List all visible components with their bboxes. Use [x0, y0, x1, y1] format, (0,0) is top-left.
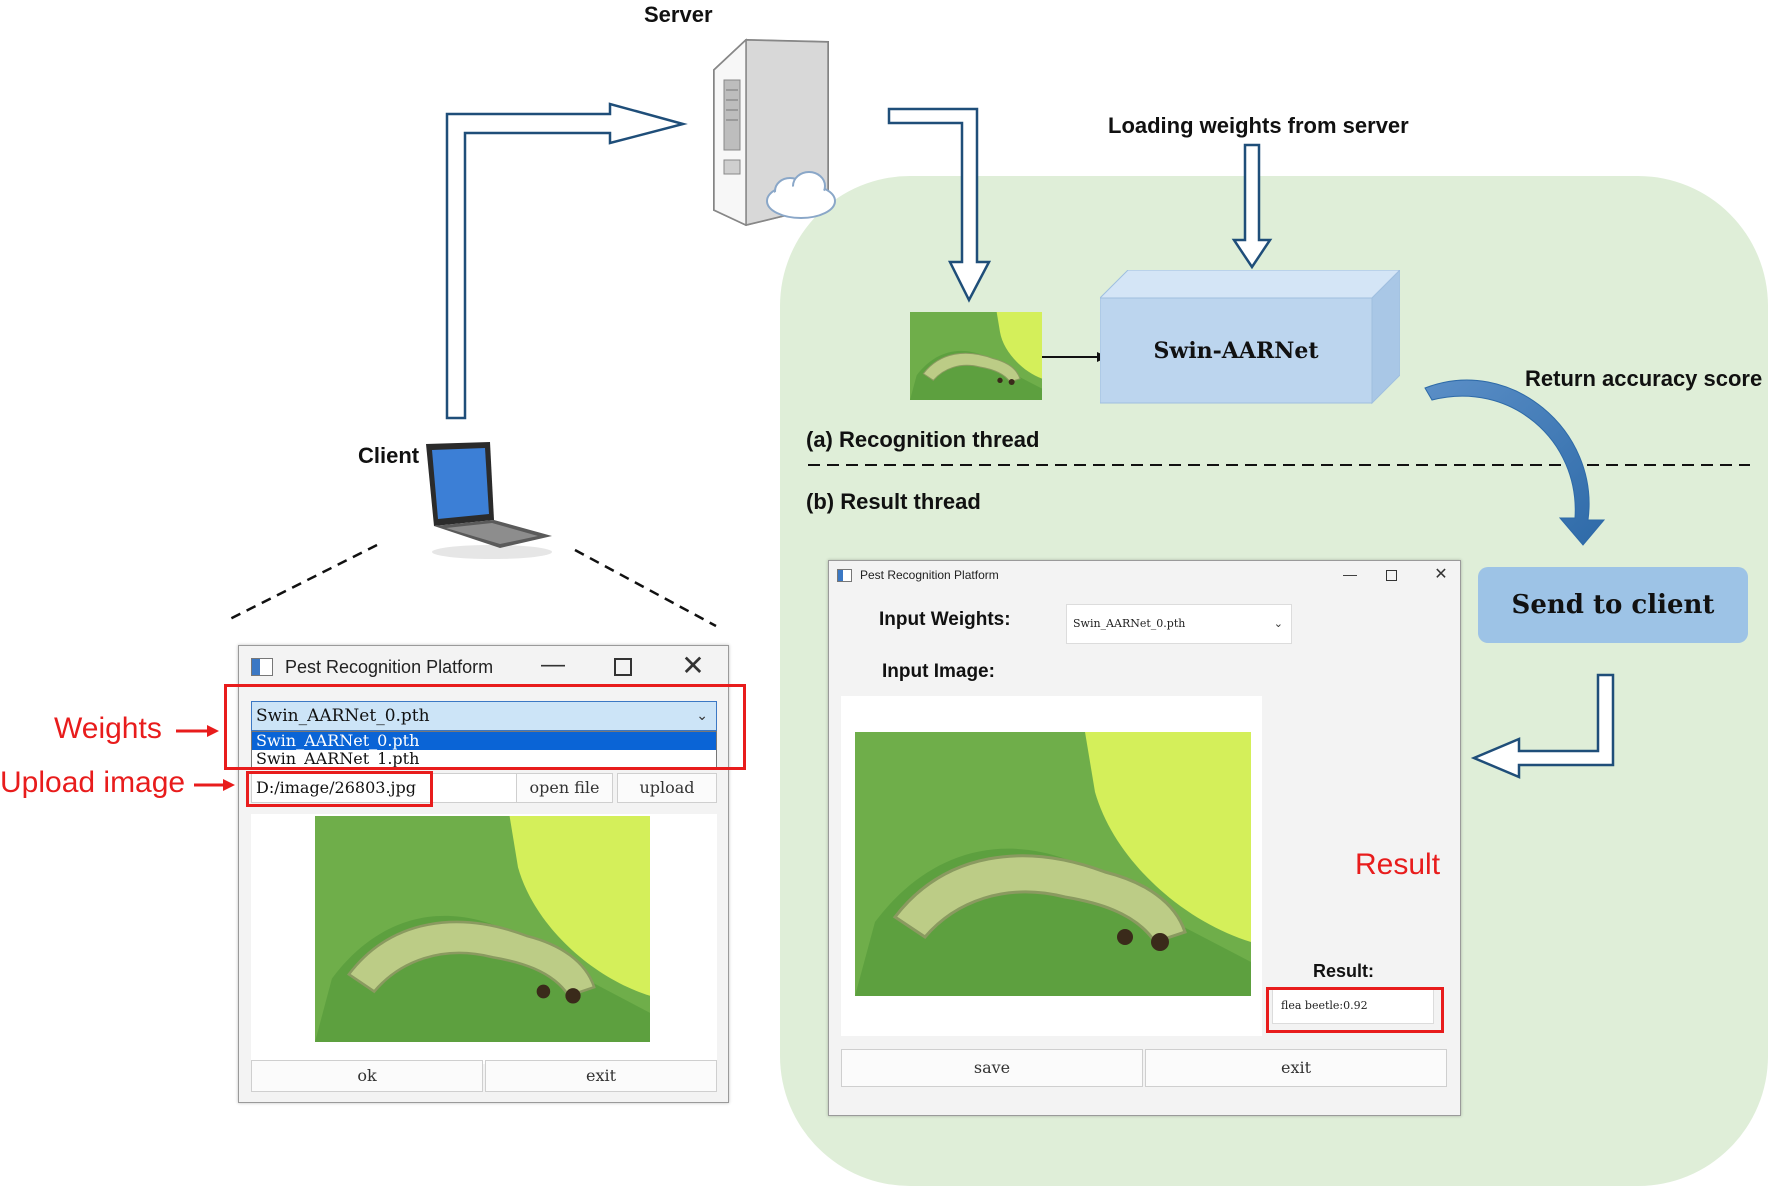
client-image-panel [251, 814, 717, 1064]
exit-button[interactable]: exit [485, 1060, 717, 1092]
loading-weights-label: Loading weights from server [1108, 113, 1409, 138]
close-button[interactable]: ✕ [681, 650, 705, 681]
maximize-button[interactable] [614, 658, 632, 676]
chevron-down-icon: ⌄ [696, 708, 708, 724]
result-thread-label: (b) Result thread [806, 489, 981, 514]
caterpillar-image [910, 312, 1042, 400]
result-highlight-box [1266, 987, 1444, 1033]
weights-option[interactable]: Swin_AARNet_0.pth [252, 732, 716, 750]
result-label: Result: [1313, 961, 1375, 981]
save-button[interactable]: save [841, 1049, 1143, 1087]
client-to-server-arrow [445, 102, 688, 420]
weights-combobox-value: Swin_AARNet_0.pth [256, 706, 430, 726]
swin-aarnet-label: Swin-AARNet [1153, 337, 1319, 364]
maximize-button[interactable] [1386, 570, 1397, 581]
cloud-icon [764, 165, 838, 221]
laptop-icon [420, 440, 556, 560]
weights-combobox[interactable]: Swin_AARNet_0.pth ⌄ [251, 701, 717, 731]
weights-option[interactable]: Swin_AARNet_1.pth [256, 749, 420, 768]
result-window-title: Pest Recognition Platform [860, 568, 999, 582]
server-label: Server [644, 2, 713, 27]
loading-weights-arrow [1231, 143, 1273, 270]
result-image-panel [841, 696, 1262, 1036]
weights-annotation: Weights [54, 712, 162, 745]
return-accuracy-arrow [1424, 379, 1606, 546]
server-to-image-arrow [887, 107, 992, 303]
open-file-button[interactable]: open file [516, 773, 613, 803]
result-annotation: Result [1355, 848, 1441, 881]
caterpillar-image [855, 732, 1251, 996]
chevron-down-icon: ⌄ [1273, 617, 1283, 630]
weights-combobox[interactable]: Swin_AARNet_0.pth ⌄ [1066, 604, 1292, 644]
ok-button[interactable]: ok [251, 1060, 483, 1092]
result-window: Pest Recognition Platform — ✕ Input Weig… [828, 560, 1461, 1116]
weights-highlight-box [224, 684, 746, 770]
app-icon [837, 568, 852, 582]
recognition-thread-label: (a) Recognition thread [806, 427, 1040, 452]
app-icon [251, 658, 273, 676]
minimize-button[interactable]: — [1343, 566, 1357, 582]
client-zoom-line-right [574, 548, 717, 628]
upload-image-annotation: Upload image [0, 766, 186, 799]
client-window: Pest Recognition Platform — ✕ Swin_AARNe… [238, 645, 729, 1103]
upload-highlight-box [246, 771, 433, 807]
client-label: Client [358, 443, 420, 468]
weights-combobox-value: Swin_AARNet_0.pth [1073, 617, 1186, 630]
swin-aarnet-model: Swin-AARNet [1098, 268, 1402, 405]
result-output-field[interactable]: flea beetle:0.92 [1272, 988, 1434, 1024]
minimize-button[interactable]: — [541, 651, 565, 678]
send-to-client-button[interactable]: Send to client [1478, 567, 1748, 643]
send-to-client-arrow [1470, 673, 1615, 779]
exit-button[interactable]: exit [1145, 1049, 1447, 1087]
caterpillar-image [315, 816, 650, 1042]
client-window-title: Pest Recognition Platform [285, 656, 494, 677]
client-zoom-line-left [227, 543, 378, 622]
upload-button[interactable]: upload [617, 773, 717, 803]
weights-dropdown-list: Swin_AARNet_0.pth Swin_AARNet_1.pth [251, 731, 717, 769]
input-image-label: Input Image: [882, 661, 995, 682]
close-button[interactable]: ✕ [1434, 566, 1448, 583]
return-accuracy-label: Return accuracy score [1525, 366, 1763, 391]
input-weights-label: Input Weights: [879, 609, 1011, 630]
